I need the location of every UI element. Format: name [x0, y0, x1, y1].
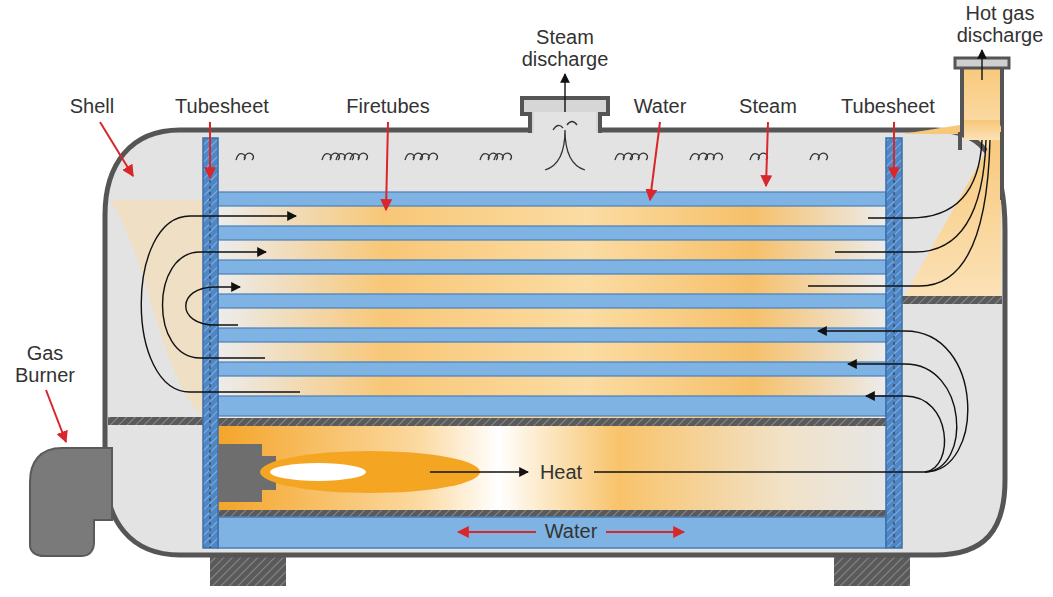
gas-flow-arrow [564, 74, 565, 112]
part-label: Tubesheet [841, 95, 935, 117]
baffle-walls [108, 296, 1002, 517]
leader-arrow [606, 531, 684, 533]
steam-bubbles [350, 153, 368, 160]
steam-bubbles [420, 153, 438, 160]
steam-bubbles [545, 122, 585, 171]
steam-bubbles [236, 122, 828, 171]
tubesheet [210, 138, 211, 548]
outlet-label: Hot gas discharge [950, 2, 1050, 46]
water-passage [218, 396, 886, 416]
leader-arrow [386, 122, 388, 210]
water-passage [218, 134, 886, 416]
baffle-walls [108, 417, 203, 425]
firetube-bank [218, 190, 886, 422]
water-passage [218, 134, 886, 192]
leader-arrow [46, 122, 894, 532]
leader-arrow [893, 122, 895, 178]
part-label: Water [634, 95, 687, 117]
bottom-water [218, 517, 886, 548]
steam-bubbles [750, 153, 768, 160]
flow-label: Heat [540, 461, 582, 483]
leader-arrow [209, 122, 211, 178]
boiler-shell [1000, 132, 1004, 200]
water-passage [218, 328, 886, 342]
flame [270, 463, 366, 481]
part-label: Firetubes [346, 95, 429, 117]
part-label: Tubesheet [175, 95, 269, 117]
gas-flow-arrow [141, 216, 300, 392]
gas-flow-arrow [808, 140, 990, 286]
gas-flow-arrow [868, 140, 982, 218]
gas-flow-arrow [594, 331, 968, 472]
gas-flow-arrow [835, 140, 986, 252]
firetube-bank [218, 190, 886, 422]
tubesheet [894, 138, 895, 548]
baffle-walls [218, 510, 886, 517]
gas-flow-arrow [163, 252, 267, 358]
tubesheet [203, 138, 902, 548]
boiler-shell [105, 120, 1005, 555]
tubesheet [886, 138, 902, 548]
water-passage [218, 294, 886, 308]
boiler-shell [964, 120, 1000, 140]
furnace [218, 426, 886, 510]
outlet-label: Steam discharge [515, 26, 615, 70]
steam-bubbles [705, 153, 723, 160]
steam-bubbles [810, 153, 828, 160]
steam-bubbles [494, 153, 512, 160]
steam-bubbles [630, 153, 648, 160]
part-label: Gas Burner [10, 342, 80, 386]
boiler-shell [105, 130, 1005, 555]
boiler-shell [110, 200, 205, 418]
baffle-walls [902, 296, 1002, 304]
gas-burner [30, 448, 112, 556]
part-label: Steam [739, 95, 797, 117]
baffle-walls [218, 418, 886, 426]
boiler-shell [958, 132, 962, 150]
furnace [218, 426, 886, 510]
leader-arrow [766, 122, 768, 186]
gas-flow-arrow [430, 471, 528, 472]
water-passage [218, 362, 886, 376]
gas-burner [218, 444, 262, 502]
leader-arrow [650, 122, 660, 200]
gas-flow-arrow [866, 396, 945, 472]
steam-bubbles [236, 153, 254, 160]
gas-flow-arrow [848, 364, 957, 472]
gas-flow-arrow [186, 287, 240, 325]
part-label: Shell [70, 95, 114, 117]
water-passage [218, 192, 886, 206]
gas-flow-arrow [141, 50, 990, 472]
part-label: Water [545, 520, 598, 542]
boiler-shell [902, 125, 1001, 300]
leader-arrow [46, 390, 66, 442]
gas-burner [30, 444, 276, 556]
bottom-water [218, 517, 886, 548]
leader-arrow [100, 122, 133, 176]
water-passage [218, 226, 886, 240]
leader-arrow [458, 531, 536, 533]
water-passage [218, 260, 886, 274]
tubesheet [203, 138, 218, 548]
gas-flow-arrow [981, 50, 982, 80]
